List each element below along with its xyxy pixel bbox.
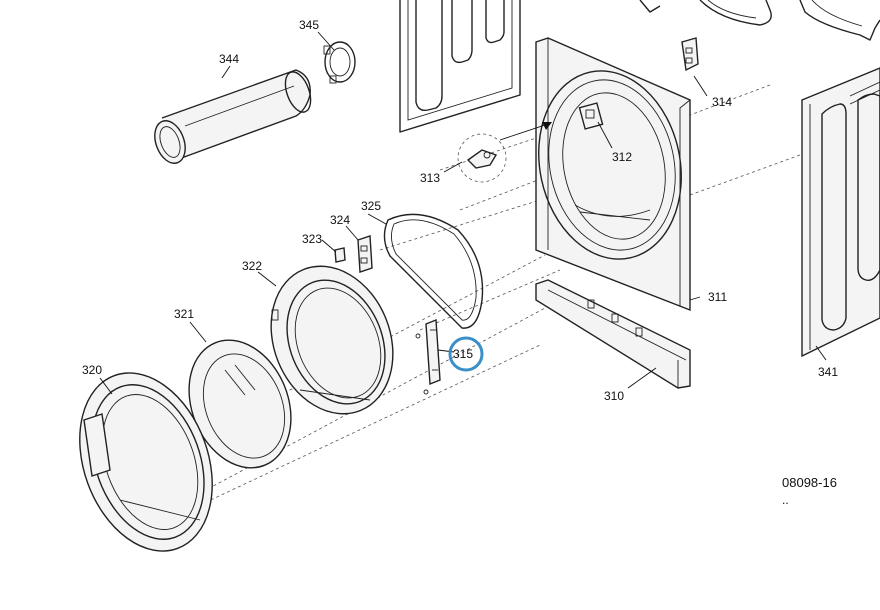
callout-313: 313 — [420, 171, 440, 185]
part-312-door-switch — [578, 102, 604, 130]
part-322-inner-door — [270, 265, 394, 415]
callout-345: 345 — [299, 18, 319, 32]
callout-312: 312 — [612, 150, 632, 164]
assembly-arrow — [499, 122, 552, 141]
part-311-front-panel — [535, 37, 691, 312]
callout-315: 315 — [453, 347, 473, 361]
top-right-fragments — [639, 0, 880, 41]
callout-314: 314 — [712, 95, 732, 109]
part-315-handle-bracket — [415, 318, 441, 395]
callout-labels: 344 345 314 312 313 325 324 323 322 321 … — [82, 18, 838, 403]
part-323-strike — [334, 247, 346, 263]
part-321-door-glass — [188, 339, 292, 469]
part-313-latch — [457, 133, 507, 183]
drawing-code: 08098-16 — [782, 475, 837, 490]
callout-341: 341 — [818, 365, 838, 379]
callout-323: 323 — [302, 232, 322, 246]
highlight-circle — [448, 336, 484, 372]
callout-324: 324 — [330, 213, 350, 227]
callout-311: 311 — [708, 290, 727, 304]
rear-cabinet-panel — [399, 0, 521, 133]
leader-lines — [99, 31, 827, 395]
part-320-outer-door — [79, 372, 213, 552]
callout-321: 321 — [174, 307, 194, 321]
part-310-kick-plate — [535, 279, 691, 389]
callout-322: 322 — [242, 259, 262, 273]
drawing-code-suffix: .. — [782, 493, 789, 507]
part-324-hinge-clip — [357, 235, 373, 273]
part-325-door-gasket — [383, 213, 484, 329]
part-345-clamp-ring — [323, 41, 356, 84]
part-344-duct — [154, 69, 312, 164]
callout-320: 320 — [82, 363, 102, 377]
callout-310: 310 — [604, 389, 624, 403]
part-314-hinge-bracket — [681, 37, 699, 72]
part-341-side-panel — [801, 67, 880, 358]
callout-325: 325 — [361, 199, 381, 213]
callout-344: 344 — [219, 52, 239, 66]
